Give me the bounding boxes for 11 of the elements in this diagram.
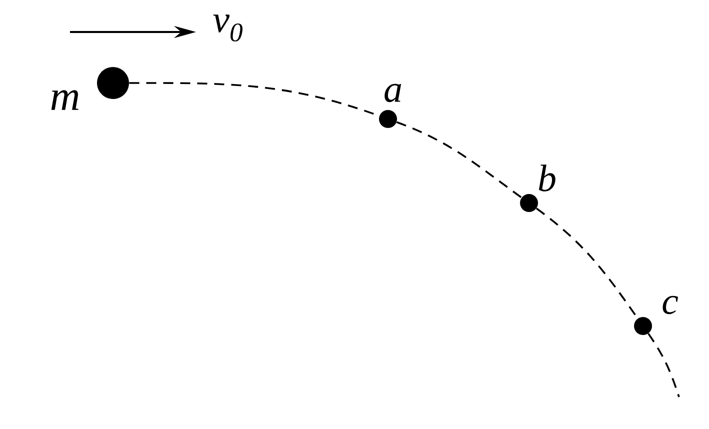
- point-label: b: [538, 164, 556, 192]
- point-dot: [634, 317, 652, 335]
- point-label: c: [662, 296, 678, 314]
- point-dot: [379, 110, 397, 128]
- point-dot: [520, 194, 538, 212]
- point-dot: [97, 67, 129, 99]
- point-label: a: [384, 84, 402, 102]
- trajectory: [648, 333, 680, 398]
- velocity-label: v$_{0}$: [213, 14, 242, 42]
- point-label: m: [51, 90, 78, 110]
- trajectory: [396, 121, 522, 198]
